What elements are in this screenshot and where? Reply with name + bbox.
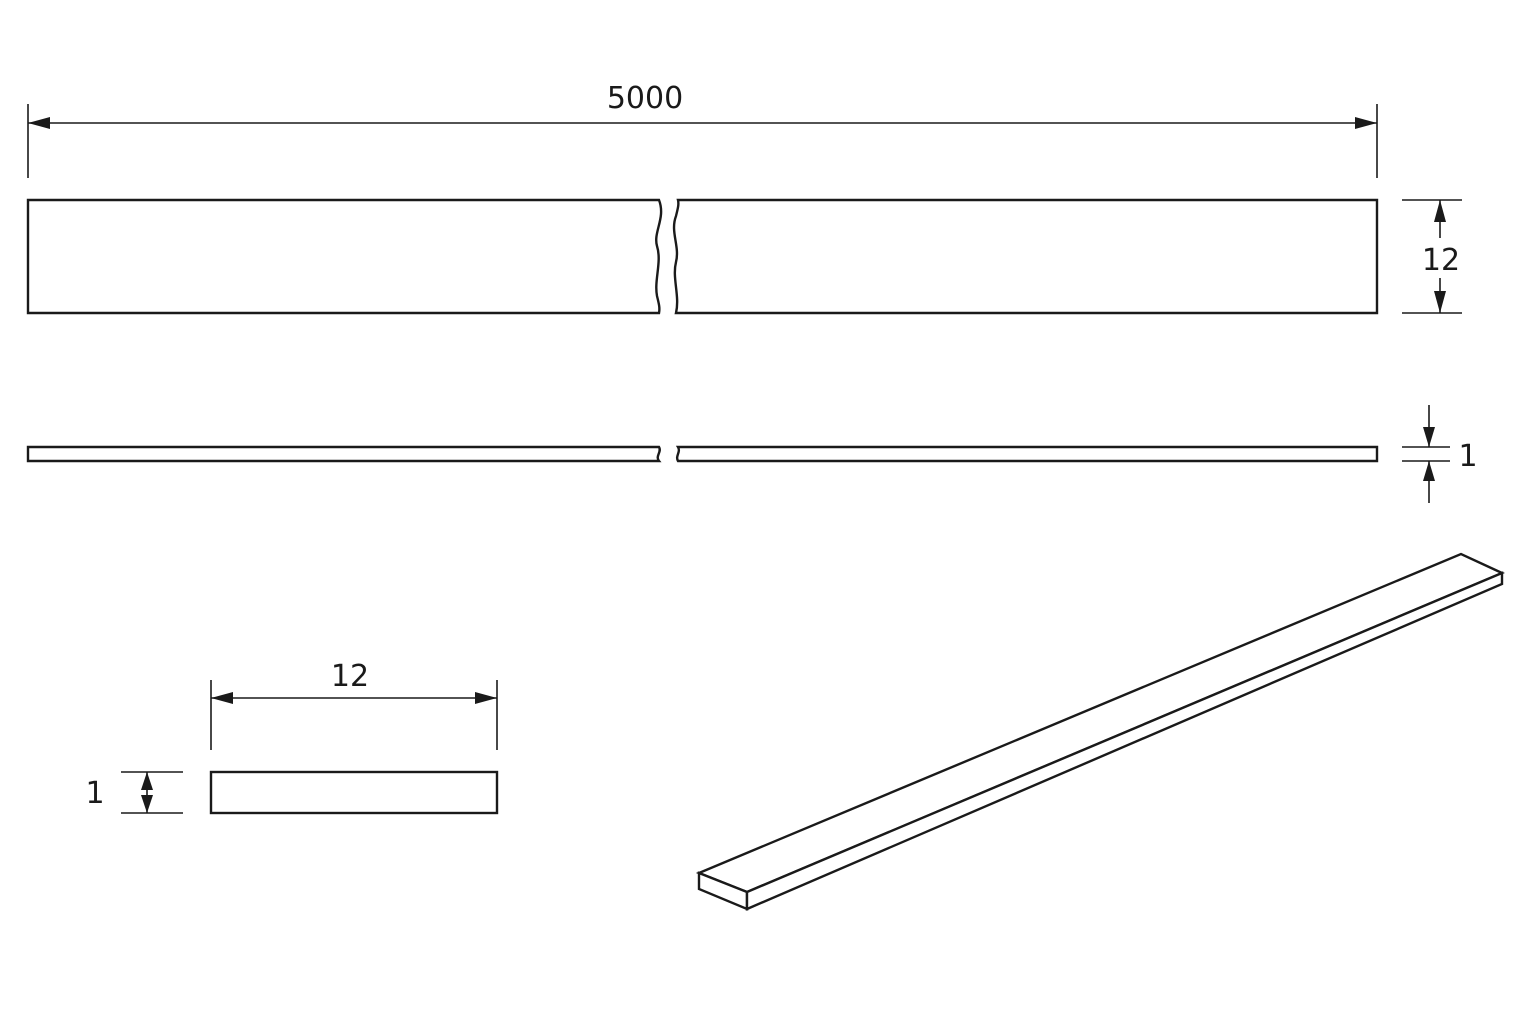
side-strip-left [26,445,662,463]
width-arrow-top [1434,200,1446,222]
side-strip-right [675,445,1379,463]
width-arrow-bottom [1434,291,1446,313]
length-arrow-left [28,117,50,129]
section-thickness-label: 1 [85,776,104,811]
section-width-arrow-left [211,692,233,704]
section-thickness-arrow-top [141,772,153,790]
thickness-label: 1 [1458,439,1477,474]
front-view: 5000 12 [26,81,1462,315]
length-label: 5000 [607,81,683,116]
front-strip-left [26,198,663,315]
isometric-view [695,552,1505,911]
length-arrow-right [1355,117,1377,129]
iso-top-face [695,552,1505,894]
section-width-arrow-right [475,692,497,704]
front-strip-right [672,198,1379,315]
section-rectangle [209,770,499,815]
iso-side-face [745,571,1504,911]
thickness-arrow-bottom [1423,461,1435,481]
section-width-label: 12 [331,659,369,694]
thickness-arrow-top [1423,427,1435,447]
width-label: 12 [1422,243,1460,278]
cross-section: 12 1 [85,659,499,815]
side-view: 1 [26,405,1478,503]
section-thickness-arrow-bottom [141,795,153,813]
